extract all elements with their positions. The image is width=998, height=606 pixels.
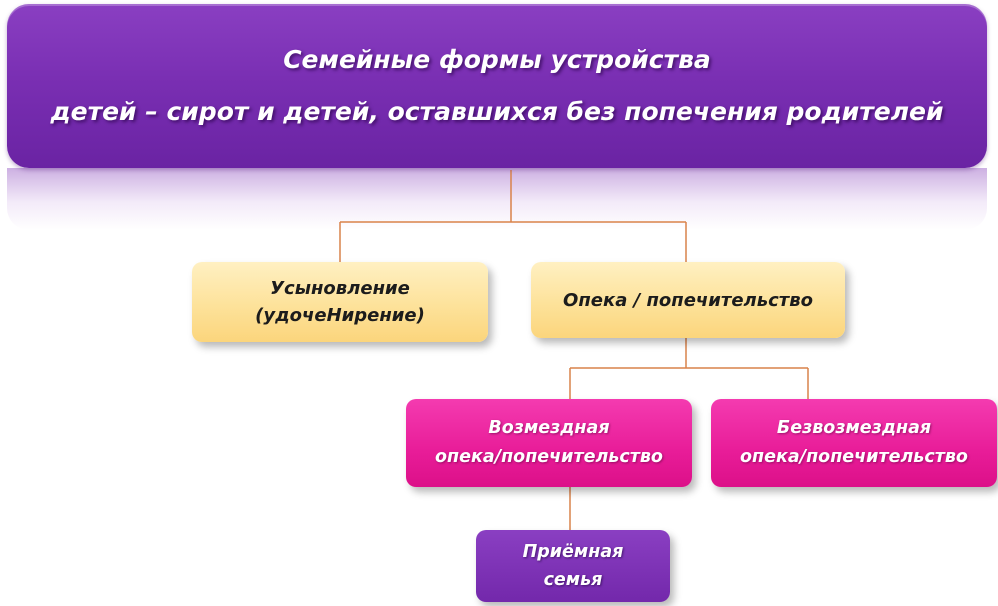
node-adoption-line-1: Усыновление [270,278,410,299]
node-foster-family: Приёмная семья [476,530,670,602]
title-line-1: Семейные формы устройства [283,45,711,74]
node-guardianship-line-1: Опека / попечительство [563,289,813,311]
node-paid-line-2: опека/попечительство [435,447,663,467]
title-reflection [7,168,987,230]
title-line-2: детей – сирот и детей, оставшихся без по… [50,97,944,126]
node-free-line-2: опека/попечительство [740,447,968,467]
node-free-line-1: Безвозмездная [776,418,932,438]
node-adoption-line-2: (удочеНирение) [255,305,425,326]
node-foster-line-1: Приёмная [522,542,624,562]
node-adoption: Усыновление (удочеНирение) [192,262,488,342]
node-free-guardianship: Безвозмездная опека/попечительство [711,399,997,487]
title-box: Семейные формы устройства детей – сирот … [7,4,987,168]
node-paid-line-1: Возмездная [488,418,610,438]
node-paid-guardianship: Возмездная опека/попечительство [406,399,692,487]
node-guardianship: Опека / попечительство [531,262,845,338]
node-foster-line-2: семья [543,570,603,590]
